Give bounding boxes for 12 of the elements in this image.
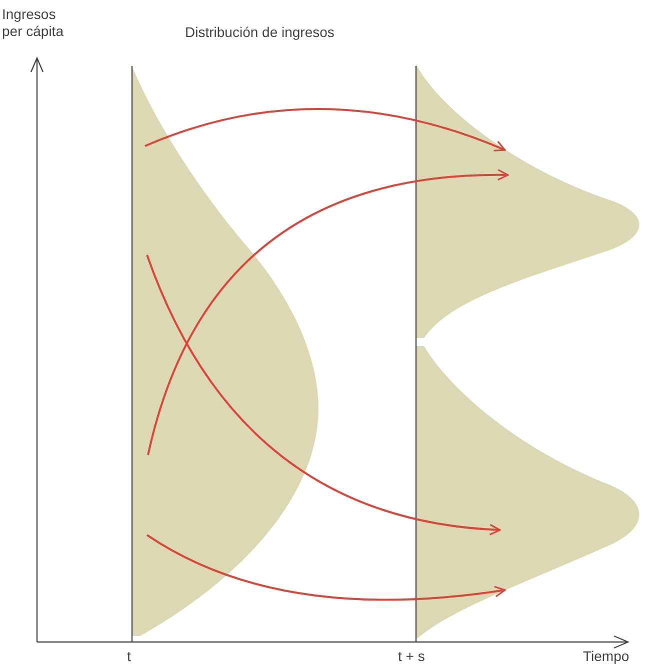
arrow	[146, 534, 506, 601]
arrow	[144, 108, 506, 152]
axis-label: Tiempo	[583, 648, 630, 665]
tick-label: t + s	[398, 648, 425, 665]
arrow	[146, 254, 501, 535]
distribution-area	[416, 346, 640, 638]
arrow	[147, 169, 509, 456]
tick-label: t	[127, 648, 131, 665]
chart-title: Distribución de ingresos	[185, 24, 334, 41]
distribution-area	[416, 64, 640, 338]
axis-label: Ingresos per cápita	[2, 6, 64, 40]
distribution-area	[132, 66, 318, 636]
